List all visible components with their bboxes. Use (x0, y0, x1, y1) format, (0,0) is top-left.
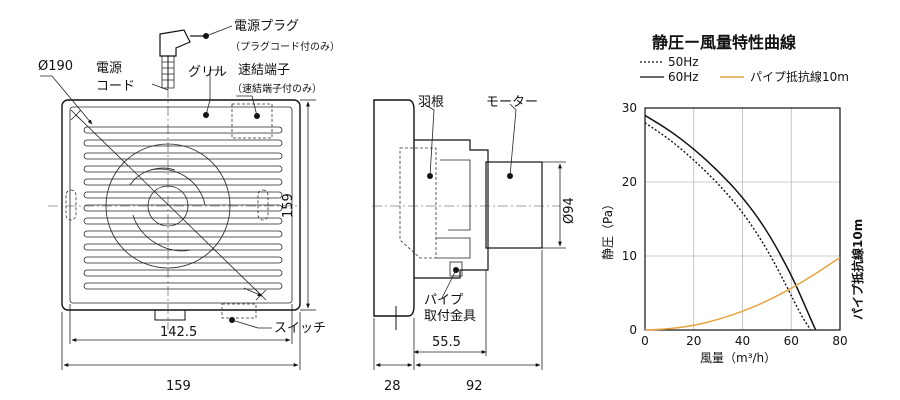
legend-label-50hz: 50Hz (668, 55, 699, 69)
chart-title: 静圧ー風量特性曲線 (652, 33, 796, 52)
dim-92: 92 (466, 379, 483, 394)
label-diameter-190: Ø190 (38, 59, 73, 74)
x-tick-label: 60 (784, 334, 799, 348)
motor-housing (485, 161, 543, 249)
pipe-annotation: パイプ抵抗線10m (850, 219, 865, 320)
chart-legend: 50Hz 60Hz パイプ抵抗線10m (640, 55, 849, 84)
label-power-plug: 電源プラグ (234, 19, 299, 34)
label-motor: モーター (486, 95, 538, 110)
label-pipe-1: パイプ (424, 293, 463, 308)
legend-label-pipe: パイプ抵抗線10m (750, 69, 849, 84)
dim-55-5: 55.5 (432, 335, 461, 350)
x-tick-label: 80 (832, 334, 847, 348)
y-axis-label: 静圧（Pa） (601, 198, 615, 260)
label-terminal-note: （速結端子付のみ） (232, 82, 322, 95)
blade-outline (399, 147, 437, 259)
terminal-box (231, 103, 273, 139)
x-tick-label: 0 (641, 334, 649, 348)
plot-grid (644, 107, 841, 331)
power-plug-icon (159, 29, 191, 57)
label-terminal: 速結端子 (238, 63, 290, 78)
series-line (644, 114, 817, 331)
dim-height: 159 (281, 193, 296, 218)
label-grill: グリル (188, 65, 227, 80)
label-diameter-94: Ø94 (562, 197, 577, 224)
side-view: 羽根 モーター Ø94 パイプ 取付金具 55.5 28 92 (372, 95, 577, 394)
switch-box (221, 303, 257, 319)
dim-width: 159 (166, 379, 191, 394)
label-blade: 羽根 (418, 95, 444, 110)
label-switch: スイッチ (274, 321, 326, 336)
front-frame (61, 99, 301, 311)
label-power-cord-1: 電源 (96, 61, 122, 76)
y-tick-label: 30 (622, 101, 637, 115)
series-layer (644, 114, 841, 331)
plot-frame (644, 107, 841, 331)
y-tick-label: 0 (629, 323, 637, 337)
legend-label-60hz: 60Hz (668, 70, 699, 84)
y-tick-label: 10 (622, 249, 637, 263)
dim-inner-width: 142.5 (160, 325, 197, 340)
front-view: 電源プラグ （プラグコード付のみ） Ø190 電源 コード グリル 速結端子 （… (38, 19, 340, 394)
label-pipe-2: 取付金具 (424, 308, 476, 324)
series-line (644, 122, 812, 331)
x-tick-labels: 0 20 40 60 80 (641, 334, 847, 348)
x-tick-label: 40 (735, 334, 750, 348)
label-plug-note: （プラグコード付のみ） (230, 40, 340, 53)
y-tick-labels: 0 10 20 30 (622, 101, 637, 337)
y-tick-label: 20 (622, 175, 637, 189)
power-cord (159, 29, 209, 89)
label-power-cord-2: コード (96, 79, 135, 94)
x-tick-label: 20 (686, 334, 701, 348)
x-axis-label: 風量（m³/h） (700, 351, 776, 365)
dim-28: 28 (384, 379, 401, 394)
series-line (644, 256, 841, 331)
side-front-panel (373, 99, 415, 317)
